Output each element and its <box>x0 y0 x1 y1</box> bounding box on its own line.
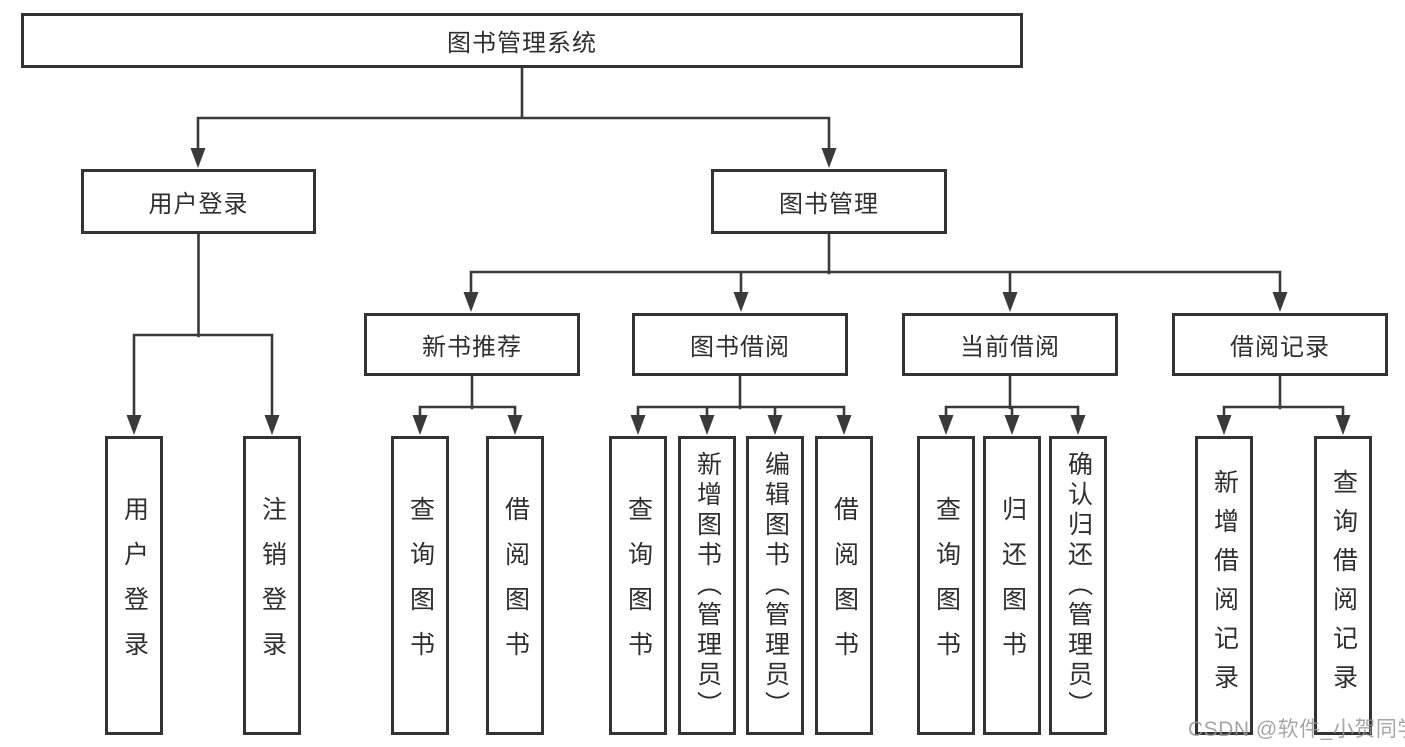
leaf-add-book-admin-label: 新增图书（管理员） <box>693 450 722 721</box>
arrowhead-icon <box>821 148 837 168</box>
arrowhead-icon <box>1002 292 1018 312</box>
arrowhead-icon <box>412 415 428 435</box>
leaf-query-books-borrow-label: 查询图书 <box>624 495 653 676</box>
node-current-borrow: 当前借阅 <box>902 313 1118 376</box>
leaf-logout: 注销登录 <box>243 436 301 735</box>
node-new-book-recommend-label: 新书推荐 <box>422 334 522 361</box>
leaf-borrow-books-recommend-label: 借阅图书 <box>501 495 530 676</box>
node-book-management: 图书管理 <box>711 169 947 234</box>
edge-root-to-level2 <box>196 66 831 152</box>
leaf-query-books-current-label: 查询图书 <box>932 495 961 676</box>
root-node: 图书管理系统 <box>21 13 1023 68</box>
leaf-add-borrow-record-label: 新增借阅记录 <box>1210 468 1239 703</box>
node-current-borrow-label: 当前借阅 <box>960 334 1060 361</box>
edge-book-management-children <box>469 232 1282 296</box>
arrowhead-icon <box>1335 415 1351 435</box>
arrowhead-icon <box>264 415 280 435</box>
arrowhead-icon <box>190 148 206 168</box>
arrowhead-icon <box>126 415 142 435</box>
node-user-login-label: 用户登录 <box>148 191 249 218</box>
root-node-label: 图书管理系统 <box>447 30 597 57</box>
leaf-return-book: 归还图书 <box>983 436 1041 735</box>
arrowheads <box>126 148 1351 435</box>
node-user-login: 用户登录 <box>81 169 316 234</box>
arrowhead-icon <box>699 415 715 435</box>
leaf-borrow-books-recommend: 借阅图书 <box>486 436 544 735</box>
node-borrow-records: 借阅记录 <box>1172 313 1388 376</box>
arrowhead-icon <box>836 415 852 435</box>
leaf-return-book-label: 归还图书 <box>998 495 1027 676</box>
leaf-query-books-recommend-label: 查询图书 <box>406 495 435 676</box>
node-book-borrow: 图书借阅 <box>632 313 848 376</box>
node-borrow-records-label: 借阅记录 <box>1230 334 1330 361</box>
watermark: CSDN @软件_小贺同学 <box>1188 718 1405 741</box>
arrowhead-icon <box>463 292 479 312</box>
arrowhead-icon <box>1070 415 1086 435</box>
leaf-user-login: 用户登录 <box>105 436 163 735</box>
node-new-book-recommend: 新书推荐 <box>364 313 580 376</box>
leaf-logout-label: 注销登录 <box>258 495 287 676</box>
arrowhead-icon <box>507 415 523 435</box>
leaf-add-borrow-record: 新增借阅记录 <box>1195 436 1253 735</box>
leaf-edit-book-admin-label: 编辑图书（管理员） <box>761 450 790 721</box>
arrowhead-icon <box>630 415 646 435</box>
leaf-add-book-admin: 新增图书（管理员） <box>678 436 736 735</box>
leaf-query-books-current: 查询图书 <box>917 436 975 735</box>
edge-current-borrow-children <box>944 373 1080 419</box>
leaf-borrow-books-label: 借阅图书 <box>830 495 859 676</box>
node-book-management-label: 图书管理 <box>779 191 879 218</box>
arrowhead-icon <box>938 415 954 435</box>
leaf-edit-book-admin: 编辑图书（管理员） <box>746 436 804 735</box>
leaf-confirm-return-admin-label: 确认归还（管理员） <box>1064 450 1093 721</box>
edge-borrow-records-children <box>1222 373 1345 419</box>
leaf-query-books-recommend: 查询图书 <box>391 436 449 735</box>
leaf-user-login-label: 用户登录 <box>120 495 149 676</box>
leaf-confirm-return-admin: 确认归还（管理员） <box>1049 436 1107 735</box>
leaf-borrow-books: 借阅图书 <box>815 436 873 735</box>
leaf-query-borrow-record-label: 查询借阅记录 <box>1329 468 1358 703</box>
arrowhead-icon <box>733 292 749 312</box>
arrowhead-icon <box>1004 415 1020 435</box>
leaf-query-borrow-record: 查询借阅记录 <box>1314 436 1372 735</box>
leaf-query-books-borrow: 查询图书 <box>609 436 667 735</box>
arrowhead-icon <box>1216 415 1232 435</box>
arrowhead-icon <box>1272 292 1288 312</box>
edge-book-borrow-children <box>636 373 846 419</box>
edge-new-book-recommend-children <box>418 373 517 419</box>
edge-user-login-children <box>132 232 274 419</box>
arrowhead-icon <box>767 415 783 435</box>
node-book-borrow-label: 图书借阅 <box>690 334 790 361</box>
